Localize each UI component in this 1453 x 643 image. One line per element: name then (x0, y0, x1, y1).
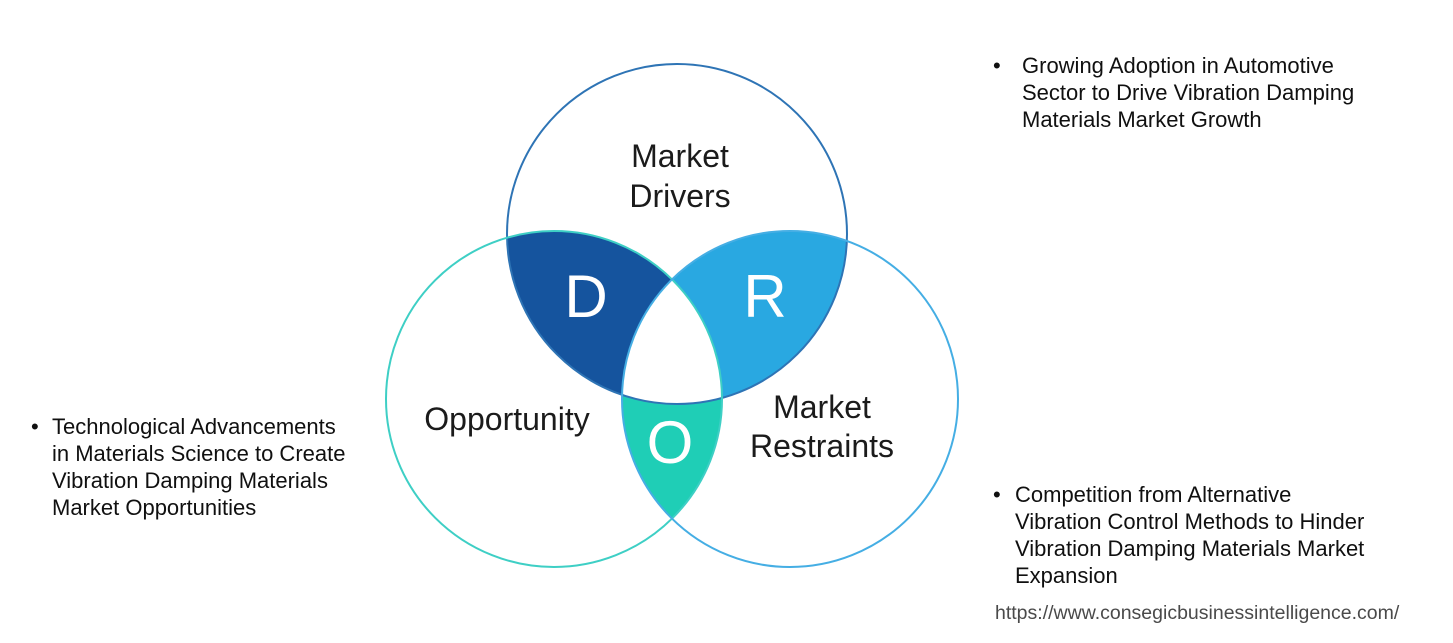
note-line: Competition from Alternative (1015, 482, 1292, 507)
opportunity-note: • Technological Advancements in Material… (31, 413, 345, 521)
driver-note: • Growing Adoption in Automotive Sector … (993, 52, 1354, 133)
bullet-icon: • (993, 53, 1001, 78)
restraint-note-text: Competition from Alternative Vibration C… (1015, 481, 1364, 589)
note-line: Vibration Control Methods to Hinder (1015, 509, 1365, 534)
opportunity-circle (385, 230, 723, 568)
letter-o: O (647, 409, 694, 476)
drivers-circle (506, 63, 848, 405)
note-line: Technological Advancements (52, 414, 336, 439)
note-line: Growing Adoption in Automotive (1022, 53, 1334, 78)
note-line: Sector to Drive Vibration Damping (1022, 80, 1355, 105)
note-line: Expansion (1015, 563, 1118, 588)
letter-r: R (743, 263, 786, 330)
opportunity-note-text: Technological Advancements in Materials … (52, 413, 345, 521)
driver-note-text: Growing Adoption in Automotive Sector to… (1022, 52, 1354, 133)
note-line: in Materials Science to Create (52, 441, 346, 466)
note-line: Vibration Damping Materials (52, 468, 328, 493)
note-line: Materials Market Growth (1022, 107, 1262, 132)
center-intersection (622, 279, 722, 405)
note-line: Market Opportunities (52, 495, 257, 520)
note-line: Vibration Damping Materials Market (1015, 536, 1365, 561)
restraints-label-line2: Restraints (750, 428, 894, 464)
letter-d: D (564, 263, 607, 330)
bullet-icon: • (31, 414, 39, 439)
source-url[interactable]: https://www.consegicbusinessintelligence… (995, 602, 1400, 624)
restraints-circle (621, 230, 959, 568)
restraint-note: • Competition from Alternative Vibration… (993, 481, 1364, 589)
restraints-label-line1: Market (773, 389, 871, 425)
bullet-icon: • (993, 482, 1001, 507)
drivers-label-line1: Market (631, 138, 729, 174)
opportunity-label: Opportunity (424, 401, 589, 437)
drivers-label-line2: Drivers (629, 178, 730, 214)
